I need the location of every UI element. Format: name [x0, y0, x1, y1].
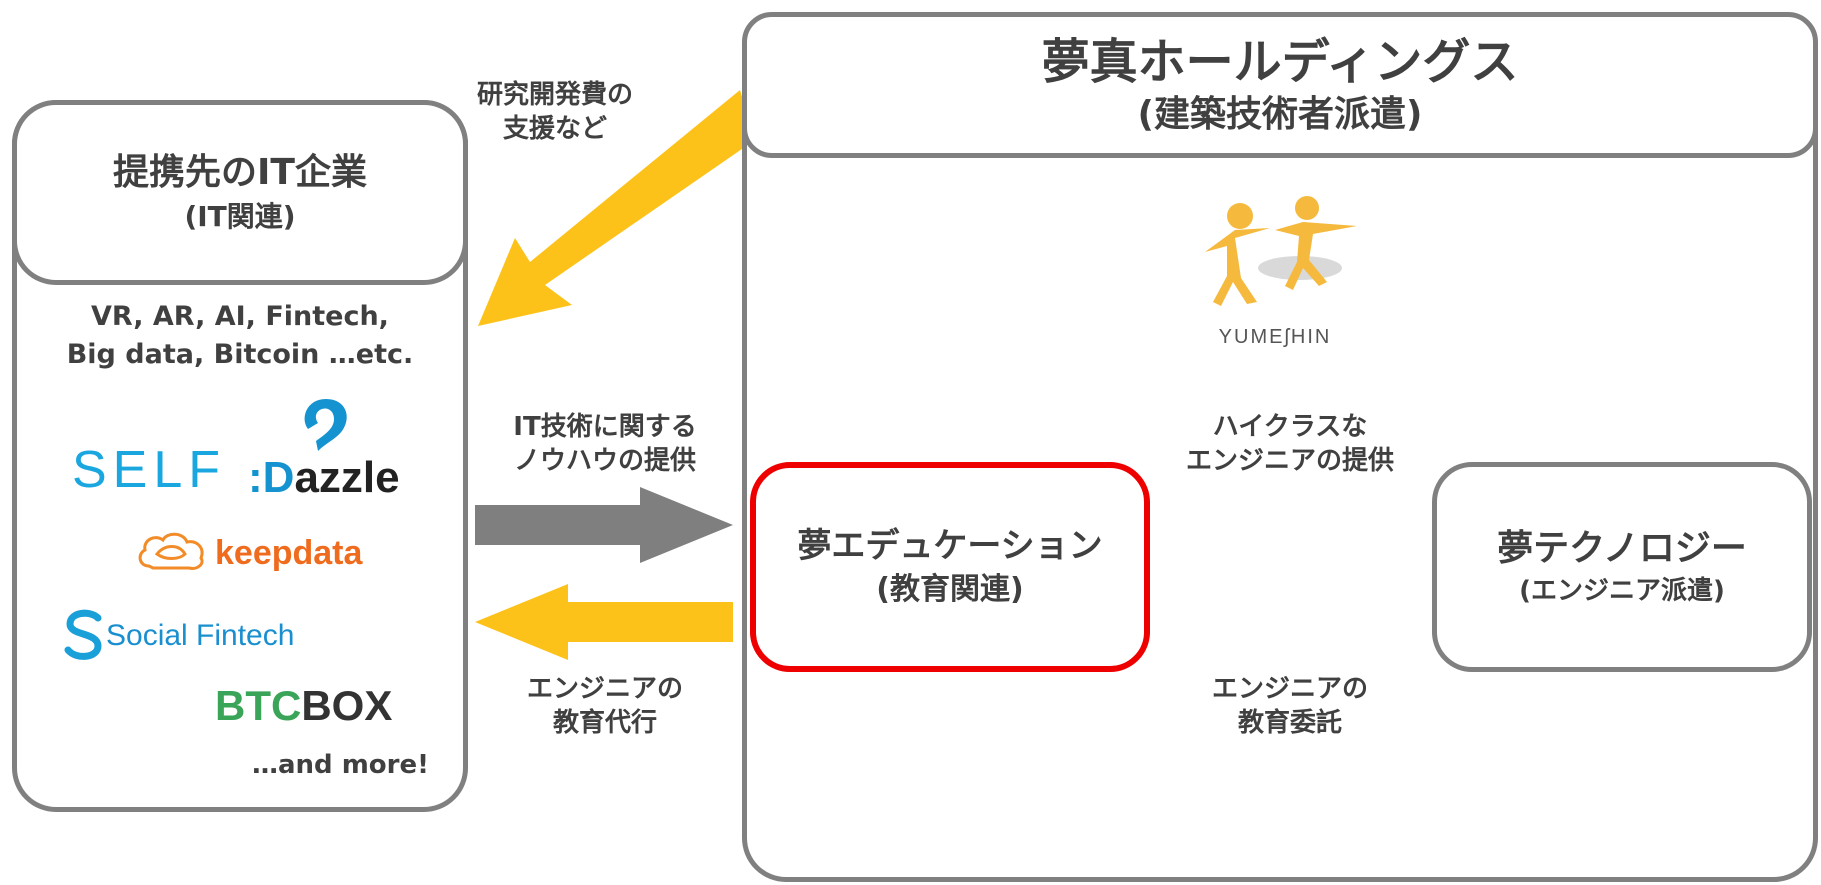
edu-proxy-label-line1: エンジニアの	[526, 674, 683, 704]
yumeshin-wordmark: YUMEʃHIN	[1218, 326, 1332, 348]
rd-support-arrow	[478, 90, 755, 326]
edu-proxy-arrow	[475, 584, 733, 660]
dazzle-rest: azzle	[294, 453, 400, 502]
it-knowhow-label-line2: ノウハウの提供	[513, 446, 696, 476]
holdings-subtitle: (建築技術者派遣)	[1137, 94, 1423, 135]
technology-subtitle: (エンジニア派遣)	[1519, 576, 1725, 606]
holdings-title: 夢真ホールディングス	[1041, 34, 1519, 90]
btcbox-logo: BTCBOX	[215, 680, 392, 732]
edu-commission-label-line1: エンジニアの	[1211, 674, 1368, 704]
self-logo: SELF	[72, 441, 227, 499]
partner-title: 提携先のIT企業	[113, 151, 367, 193]
cloud-icon	[138, 532, 204, 570]
technology-box: 夢テクノロジー (エンジニア派遣)	[1432, 462, 1812, 672]
high-class-label-line2: エンジニアの提供	[1185, 446, 1394, 476]
social-fintech-logo: Social Fintech	[62, 608, 342, 664]
education-title: 夢エデュケーション	[797, 526, 1103, 566]
holdings-header: 夢真ホールディングス (建築技術者派遣)	[742, 12, 1818, 158]
dazzle-prefix: :	[248, 453, 263, 502]
edu-commission-label: エンジニアの 教育委託	[1155, 672, 1425, 740]
keepdata-logo: keepdata	[135, 530, 395, 580]
yumeshin-logo: YUMEʃHIN	[1175, 190, 1375, 350]
high-class-label-line1: ハイクラスな	[1212, 412, 1368, 442]
technology-title: 夢テクノロジー	[1497, 528, 1747, 569]
high-class-label: ハイクラスな エンジニアの提供	[1155, 410, 1425, 478]
box-text: BOX	[301, 682, 393, 729]
partner-tags: VR, AR, AI, Fintech, Big data, Bitcoin ……	[30, 298, 450, 374]
edu-proxy-label-line2: 教育代行	[552, 708, 657, 738]
edu-proxy-label: エンジニアの 教育代行	[470, 672, 740, 740]
dazzle-d: D	[262, 453, 295, 502]
education-box: 夢エデュケーション (教育関連)	[750, 462, 1150, 672]
yumeshin-figures-icon	[1205, 196, 1357, 306]
dazzle-logo: :Dazzle	[248, 395, 423, 505]
it-knowhow-label-line1: IT技術に関する	[513, 412, 697, 442]
it-knowhow-arrow	[475, 487, 733, 563]
rd-support-label: 研究開発費の 支援など	[455, 78, 655, 146]
rd-support-label-line2: 支援など	[502, 114, 607, 144]
partner-header: 提携先のIT企業 (IT関連)	[12, 100, 468, 285]
it-knowhow-label: IT技術に関する ノウハウの提供	[470, 410, 740, 478]
keepdata-text: keepdata	[215, 534, 363, 572]
education-subtitle: (教育関連)	[876, 572, 1024, 607]
dazzle-mark-icon	[304, 399, 347, 451]
social-fintech-s-icon	[64, 609, 102, 660]
and-more-text: …and more!	[252, 750, 429, 780]
btc-text: BTC	[215, 682, 302, 729]
rd-support-label-line1: 研究開発費の	[476, 80, 633, 110]
edu-commission-label-line2: 教育委託	[1237, 708, 1342, 738]
partner-tags-line2: Big data, Bitcoin …etc.	[66, 339, 414, 370]
partner-tags-line1: VR, AR, AI, Fintech,	[91, 301, 389, 332]
social-fintech-text: Social Fintech	[106, 619, 295, 652]
partner-subtitle: (IT関連)	[184, 199, 296, 233]
